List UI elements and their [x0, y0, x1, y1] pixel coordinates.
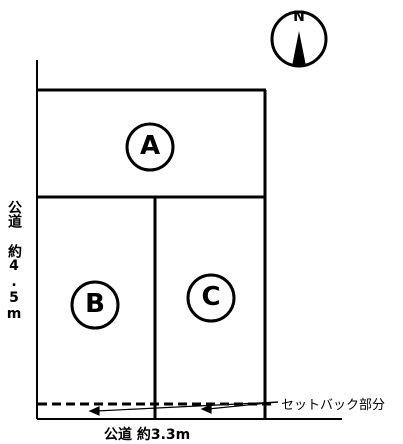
bottom-road-label: 公道 約3.3m	[104, 427, 191, 443]
lot-b-label: B	[85, 289, 105, 319]
north-arrow-icon	[270, 10, 328, 68]
lot-b-circle	[70, 280, 120, 330]
setback-leader-arrows	[88, 401, 279, 416]
setback-label: セットバック部分	[281, 398, 386, 413]
lot-outlines	[38, 88, 267, 418]
lot-a-circle	[125, 122, 175, 172]
lot-a-label: A	[139, 131, 161, 161]
lot-c-circle	[186, 273, 236, 323]
north-label: N	[293, 9, 305, 25]
left-road-label: 公道 約4.5m	[6, 200, 22, 322]
lot-c-label: C	[201, 282, 221, 312]
